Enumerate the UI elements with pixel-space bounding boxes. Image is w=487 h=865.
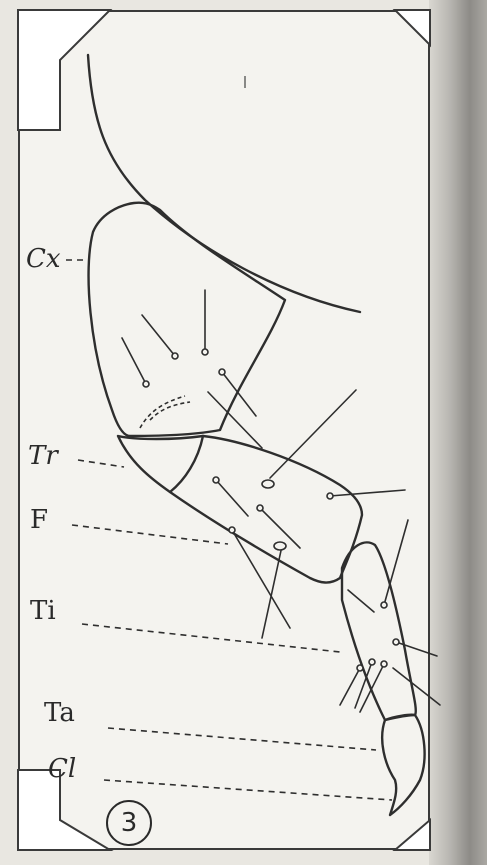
tibia-outline [342,542,416,720]
trochanter-outline [118,436,203,492]
leader-line-claw [104,780,392,800]
body-outline [88,55,360,312]
label-femur: F [30,507,48,533]
leader-line-tarsus [108,728,376,750]
leader-line-tibia [82,624,340,652]
leader-line-trochanter [78,460,124,467]
label-coxa: Cx [26,246,61,272]
femur-outline [170,436,362,583]
setae [122,290,440,712]
plate-number: 3 [106,800,152,846]
label-trochanter: Tr [28,443,58,469]
leader-line-femur [72,525,228,544]
label-claw: Cl [48,756,76,782]
corner-mount-top-right [395,10,430,45]
label-tibia: Ti [30,598,56,624]
coxa-base-marks [140,396,190,428]
label-tarsus: Ta [44,700,75,726]
corner-mounts [18,10,430,850]
tarsus-outline [382,715,424,815]
coxa-outline [89,203,285,436]
corner-mount-bottom-right [395,820,430,850]
